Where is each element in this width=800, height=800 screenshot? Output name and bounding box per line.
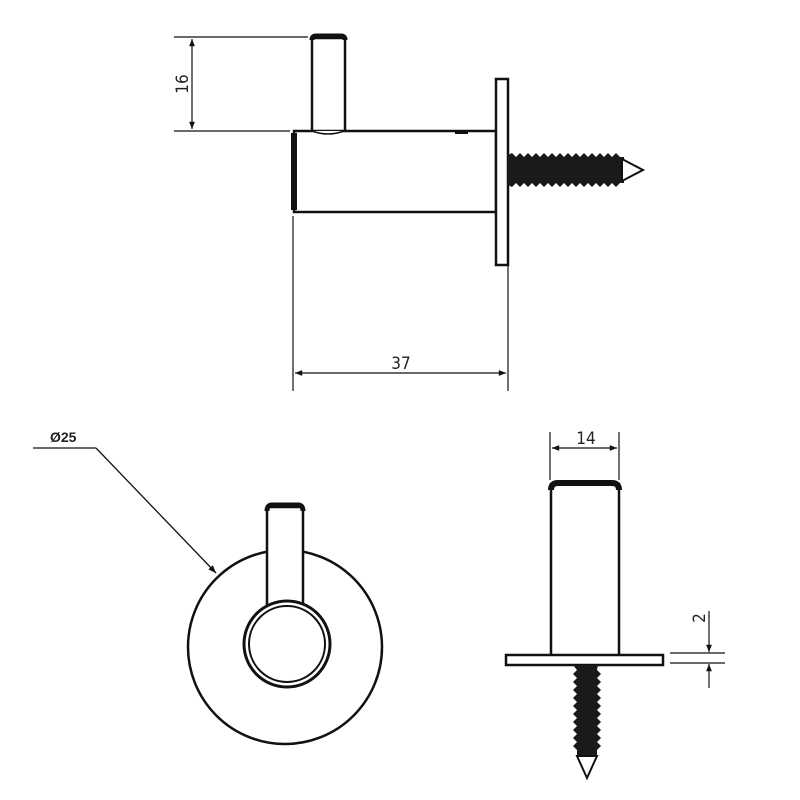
dimension-diameter: Ø25 xyxy=(33,429,217,574)
top-wall-plate xyxy=(504,653,665,667)
diameter-label: Ø25 xyxy=(50,429,77,445)
side-pin xyxy=(309,33,348,136)
dimension-pin-height: 16 xyxy=(173,36,308,132)
side-view: 16 37 xyxy=(173,33,646,391)
top-pin xyxy=(549,482,621,658)
dimension-pin-width: 14 xyxy=(549,429,620,480)
pin-height-label: 16 xyxy=(173,74,193,93)
side-screw-icon xyxy=(508,153,646,187)
dimension-plate-thickness: 2 xyxy=(670,611,725,688)
dimension-overall-length: 37 xyxy=(292,216,509,391)
front-pin xyxy=(265,505,305,619)
top-view: 14 2 xyxy=(504,429,725,781)
front-body-inner xyxy=(248,605,326,683)
pin-width-label: 14 xyxy=(576,429,595,449)
side-wall-plate xyxy=(494,77,510,267)
front-view: Ø25 xyxy=(33,429,384,746)
top-screw-icon xyxy=(573,665,601,781)
side-body xyxy=(291,129,498,214)
overall-length-label: 37 xyxy=(391,354,410,374)
plate-thickness-label: 2 xyxy=(690,613,710,623)
